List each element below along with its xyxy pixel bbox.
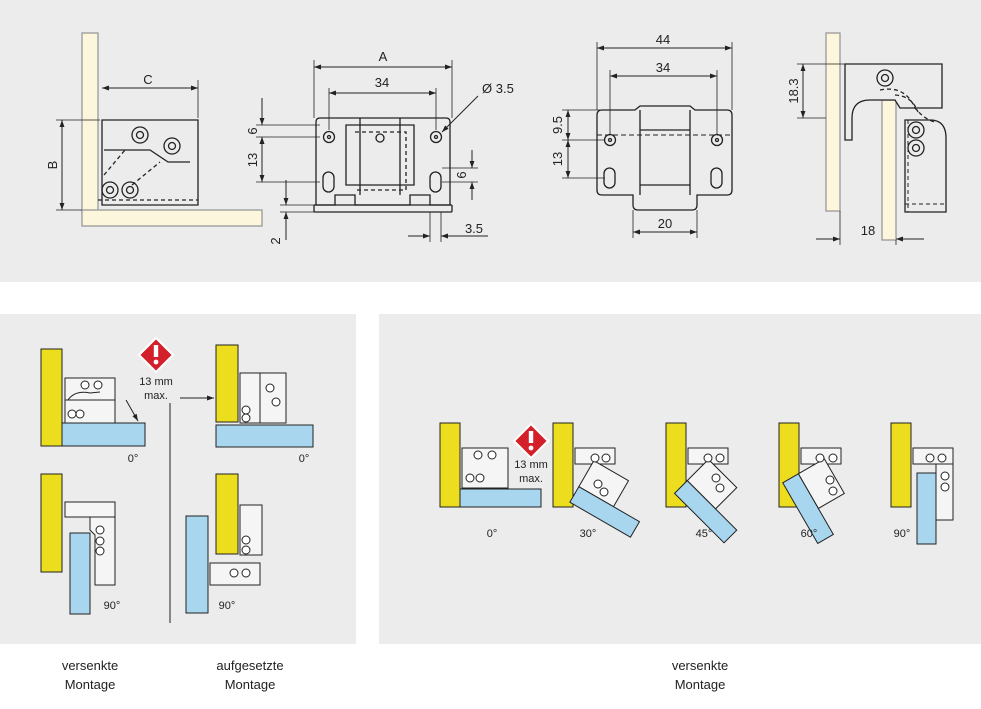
dim-34-back-label: 34 [656,60,670,75]
dim-13-front-label: 13 [245,153,260,167]
right-flush-90deg [890,422,954,545]
caption-right-flush-line1: versenkte [671,658,729,673]
right-flush-0deg [439,422,542,508]
left-warning-text-2: max. [144,390,168,402]
right-angle-45: 45° [696,528,713,540]
dim-34-front-label: 34 [375,75,389,90]
dim-44-label: 44 [656,32,670,47]
dim-9-5-label: 9.5 [550,116,565,134]
back-view [562,42,733,238]
dim-2-label: 2 [268,237,283,244]
right-angle-0: 0° [487,528,498,540]
dim-13-back-label: 13 [550,152,565,166]
caption-left-flush: versenkte Montage [40,656,140,694]
dim-c-label: C [143,72,152,87]
left-warning-text-1: 13 mm [139,376,173,388]
dim-3-5-label: 3.5 [465,221,483,236]
right-flush-30deg [552,422,641,538]
caption-left-flush-line2: Montage [64,677,116,692]
left-angle-1: 0° [128,453,139,465]
caption-right-flush: versenkte Montage [650,656,750,694]
caption-left-overlay: aufgesetzte Montage [195,656,305,694]
dim-18-3-label: 18.3 [786,78,801,103]
dim-18-label: 18 [861,223,875,238]
caption-left-overlay-line1: aufgesetzte [216,658,284,673]
end-view [797,32,947,245]
right-flush-60deg [778,422,846,545]
right-angle-30: 30° [580,528,597,540]
side-view [56,32,263,227]
dim-b-label: B [45,161,60,170]
left-angle-2: 0° [299,453,310,465]
left-flush-90deg [40,473,116,615]
left-warning-arrows [125,395,214,623]
right-angle-60: 60° [801,528,818,540]
left-angle-3: 90° [104,600,121,612]
dim-20-label: 20 [658,216,672,231]
dim-a-label: A [379,49,388,64]
right-angle-90: 90° [894,528,911,540]
right-warning-text-2: max. [519,473,543,485]
dim-6-top-label: 6 [245,127,260,134]
caption-left-overlay-line2: Montage [224,677,276,692]
dim-hole-label: Ø 3.5 [482,81,514,96]
left-flush-0deg [40,348,146,447]
left-overlay-90deg [185,473,263,614]
right-warning-text-1: 13 mm [514,459,548,471]
left-overlay-0deg [215,344,314,448]
right-flush-45deg [665,422,738,544]
front-view [256,60,488,242]
caption-left-flush-line1: versenkte [61,658,119,673]
caption-right-flush-line2: Montage [674,677,726,692]
left-angle-4: 90° [219,600,236,612]
dim-6-right-label: 6 [454,171,469,178]
